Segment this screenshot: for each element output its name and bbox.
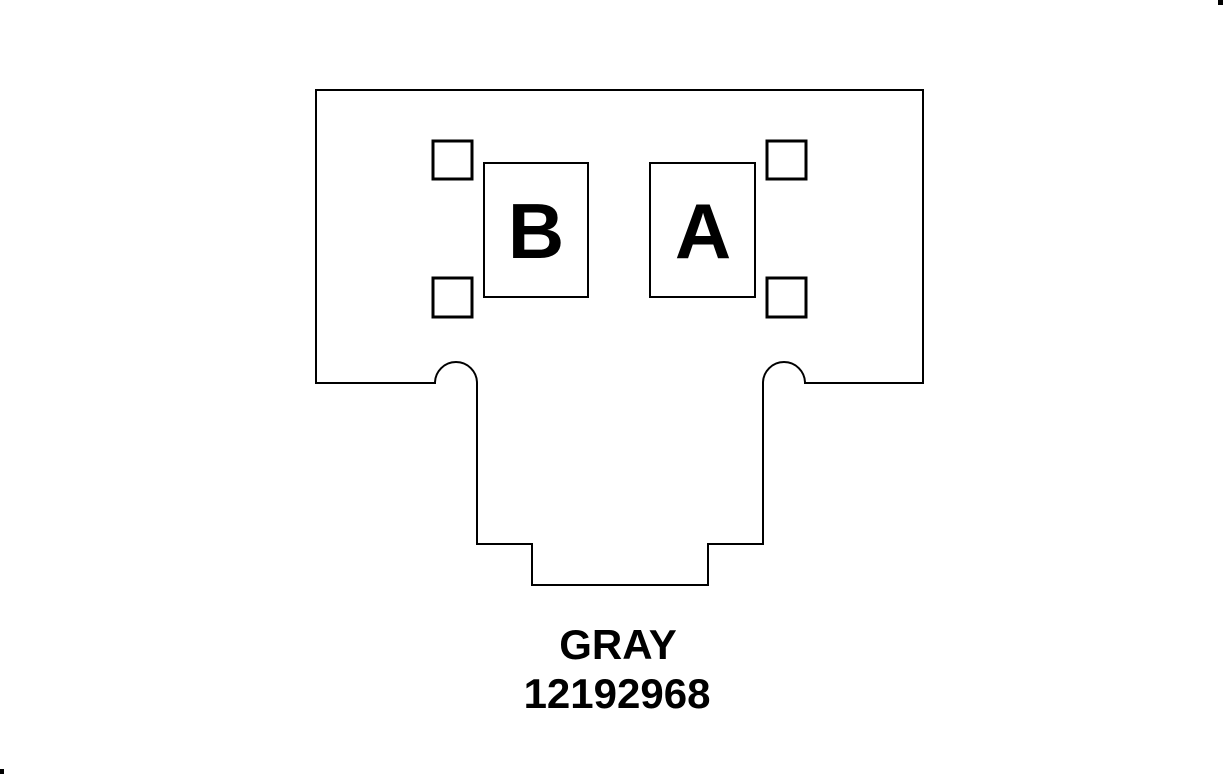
keying-square-top-right xyxy=(765,139,808,181)
terminal-a-label: A xyxy=(675,187,731,275)
connector-color-label: GRAY xyxy=(559,621,677,668)
keying-square-top-left xyxy=(431,139,474,181)
terminal-b-label: B xyxy=(508,187,564,275)
keying-square-bottom-left xyxy=(431,276,474,319)
scan-mark-bottom-left xyxy=(0,769,4,774)
terminal-b-cavity xyxy=(483,162,589,298)
connector-body-outline xyxy=(315,89,924,586)
scan-mark-top-right xyxy=(1218,0,1223,5)
keying-square-bottom-right xyxy=(765,276,808,319)
terminal-a-cavity xyxy=(649,162,756,298)
connector-part-number: 12192968 xyxy=(524,670,711,717)
